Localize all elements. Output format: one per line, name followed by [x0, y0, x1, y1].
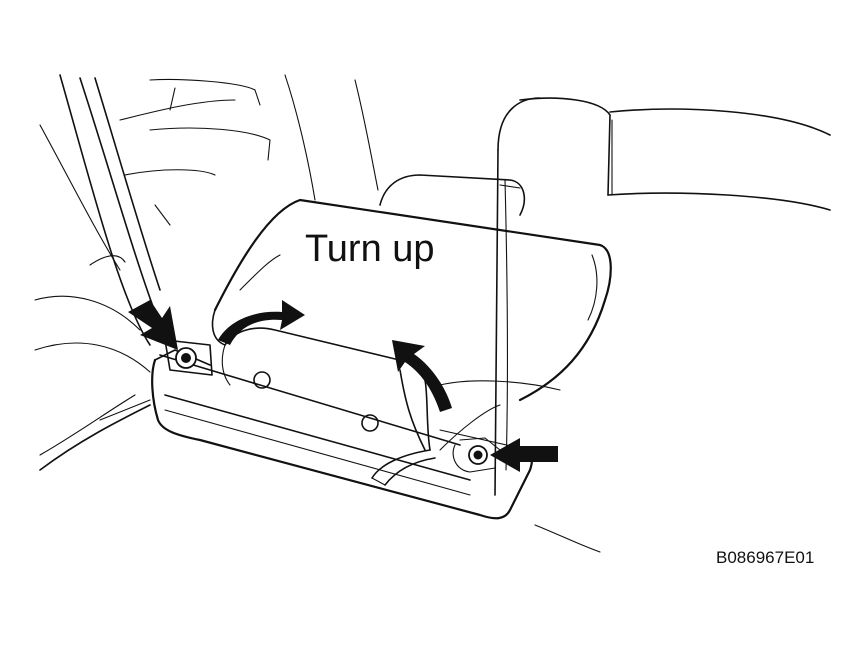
- seat-back: [379, 97, 831, 496]
- figure-code: B086967E01: [716, 548, 815, 567]
- seat-cushion: [151, 198, 612, 520]
- left-curved-arrow-icon: [218, 300, 305, 345]
- floor-lines: [99, 399, 601, 553]
- interior-left-panel: [34, 74, 379, 471]
- right-curved-arrow-icon: [392, 340, 452, 412]
- left-pointer-arrow-icon: [128, 300, 178, 350]
- right-pointer-arrow-icon: [490, 438, 558, 472]
- right-bolt-icon: [452, 437, 501, 473]
- left-bolt-icon: [164, 339, 213, 376]
- turn-up-label: Turn up: [305, 228, 435, 270]
- cushion-hole: [361, 414, 379, 432]
- cushion-hole: [253, 371, 271, 389]
